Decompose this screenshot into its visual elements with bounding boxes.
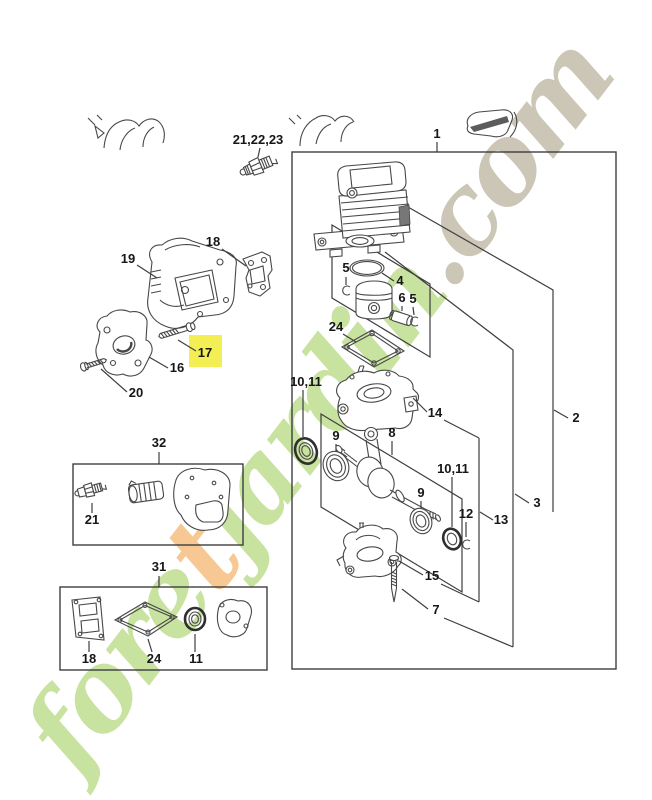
group-box-1 xyxy=(291,151,617,670)
part-label-7: 7 xyxy=(432,602,439,617)
flange-gasket-drawing xyxy=(216,598,252,638)
part-label-4: 4 xyxy=(396,273,404,288)
leader-3 xyxy=(514,493,530,504)
bearing-drawing xyxy=(322,450,350,482)
part-label-5a: 5 xyxy=(342,260,349,275)
part-label-2: 2 xyxy=(572,410,579,425)
oil-seal-drawing xyxy=(441,527,463,551)
part-label-12: 12 xyxy=(459,506,473,521)
leader-13 xyxy=(479,511,494,521)
screw-20-drawing xyxy=(79,358,108,372)
svg-text:foretjardin.com: foretjardin.com xyxy=(0,15,637,799)
part-label-31: 31 xyxy=(152,559,166,574)
seal-11-drawing xyxy=(183,606,207,632)
part-label-9b: 9 xyxy=(417,485,424,500)
part-label-13: 13 xyxy=(494,512,508,527)
bracket-2 xyxy=(407,206,554,512)
leader-17 xyxy=(177,339,197,352)
part-label-6: 6 xyxy=(398,290,405,305)
spark-plug-21-drawing xyxy=(74,482,108,498)
oil-seal-drawing xyxy=(293,437,319,465)
cylinder-drawing xyxy=(313,161,411,258)
part-label-21: 21 xyxy=(85,512,99,527)
gasket-24b-drawing xyxy=(113,601,179,637)
leader-16 xyxy=(148,356,169,369)
part-label-8: 8 xyxy=(388,425,395,440)
part-label-17: 17 xyxy=(198,345,212,360)
cutoff-fragment-right xyxy=(466,109,518,138)
leader-24b xyxy=(147,638,153,653)
part-label-18: 18 xyxy=(206,234,220,249)
cutoff-fragment-left xyxy=(87,114,165,151)
part-label-14: 14 xyxy=(428,405,443,420)
crankcase-lower-drawing xyxy=(336,522,402,578)
gasket-18-drawing xyxy=(242,251,273,297)
bearing-drawing xyxy=(409,507,433,535)
leader-4 xyxy=(381,272,395,282)
crankcase-upper-drawing xyxy=(336,365,419,432)
circlip-drawing xyxy=(342,285,351,296)
leader-7 xyxy=(401,588,429,610)
leader-14 xyxy=(412,397,428,413)
piston-sub-box xyxy=(331,223,431,359)
screw-17-drawing xyxy=(158,322,196,339)
wrist-pin-drawing xyxy=(389,309,413,327)
cutoff-fragment-middle xyxy=(288,114,355,147)
gasket-18b-drawing xyxy=(71,596,105,641)
leader-15 xyxy=(398,560,424,576)
part-label-1: 1 xyxy=(433,126,440,141)
bracket-3 xyxy=(384,251,514,647)
part-label-21-22-23: 21,22,23 xyxy=(233,132,284,147)
screw-7-drawing xyxy=(388,554,400,603)
part-label-16: 16 xyxy=(170,360,184,375)
highlight-17 xyxy=(189,335,222,367)
part-label-32: 32 xyxy=(152,435,166,450)
watermark: foretjardin.com xyxy=(0,15,637,799)
part-label-10-11a: 10,11 xyxy=(290,374,322,389)
spacer-16-drawing xyxy=(95,309,153,377)
part-label-20: 20 xyxy=(129,385,143,400)
cylinder-gasket-drawing xyxy=(340,329,406,368)
leader-5b xyxy=(412,306,415,316)
crankshaft-drawing xyxy=(335,426,442,522)
part-label-18b: 18 xyxy=(82,651,96,666)
leader-18 xyxy=(221,248,247,267)
leader-14-bracket xyxy=(443,419,480,439)
leader-7-bracket xyxy=(443,617,514,648)
part-label-11b: 11 xyxy=(189,651,203,666)
group-box-32 xyxy=(72,463,244,546)
filter-drawing xyxy=(127,480,165,504)
piston-drawing xyxy=(355,280,393,320)
part-label-19: 19 xyxy=(121,251,135,266)
part-label-24: 24 xyxy=(329,319,344,334)
leader-21-22-23 xyxy=(257,147,261,158)
part-label-5b: 5 xyxy=(409,291,416,306)
leader-2 xyxy=(553,409,569,419)
part-label-10-11b: 10,11 xyxy=(437,461,469,476)
leader-19 xyxy=(136,264,158,279)
crankshaft-sub-box xyxy=(320,412,463,594)
shroud-19-drawing xyxy=(147,237,237,329)
leader-15-bracket xyxy=(440,583,480,603)
piston-ring-drawing xyxy=(349,259,385,277)
circlip-drawing xyxy=(410,316,419,327)
part-label-9a: 9 xyxy=(332,428,339,443)
leader-20 xyxy=(100,368,128,393)
cover-drawing xyxy=(173,467,231,531)
circlip-drawing xyxy=(462,539,471,550)
part-label-24b: 24 xyxy=(147,651,162,666)
part-label-3: 3 xyxy=(533,495,540,510)
part-label-15: 15 xyxy=(425,568,439,583)
spark-plug-drawing xyxy=(239,155,279,176)
group-box-31 xyxy=(59,586,268,671)
